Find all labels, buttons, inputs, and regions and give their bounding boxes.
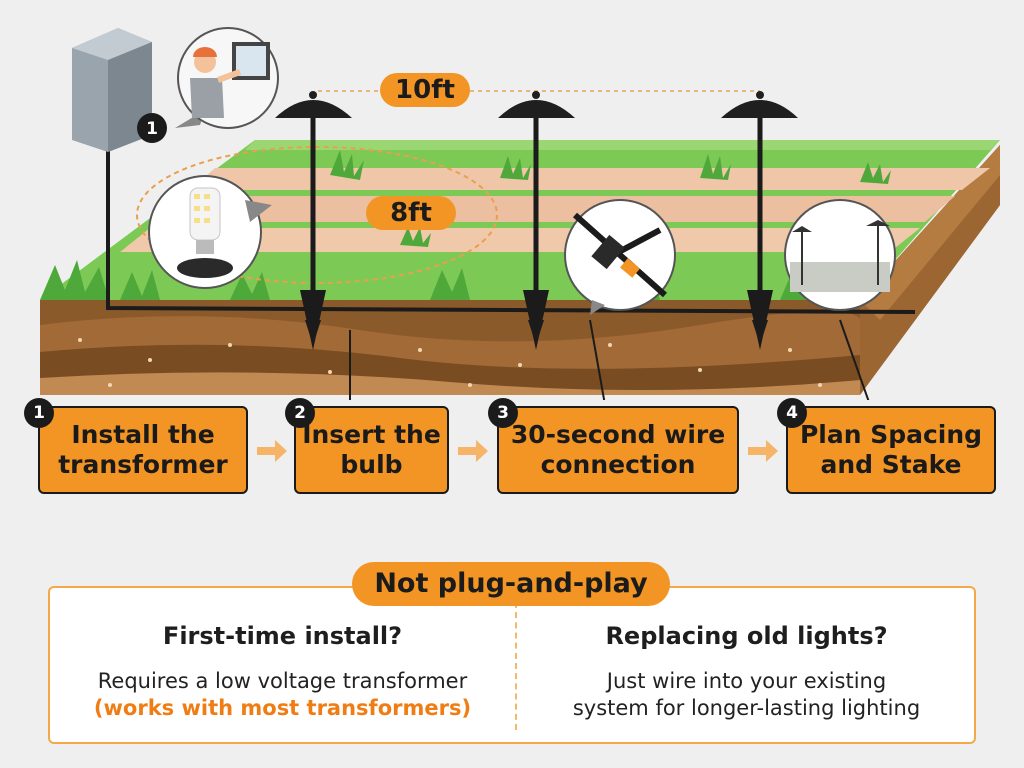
panel-divider bbox=[515, 602, 517, 730]
low-voltage-cable bbox=[106, 150, 916, 314]
install-info-panel: First-time install? Requires a low volta… bbox=[48, 586, 976, 744]
step-label: Plan Spacing and Stake bbox=[799, 420, 983, 479]
arrow-right-icon bbox=[458, 440, 488, 462]
arrow-right-icon bbox=[257, 440, 287, 462]
wire-connector-icon bbox=[564, 199, 676, 315]
step-install-transformer: Install the transformer bbox=[38, 406, 248, 494]
first-time-body: Requires a low voltage transformer bbox=[97, 669, 468, 693]
callout-number-badge: 1 bbox=[137, 113, 167, 143]
led-bulb-icon bbox=[148, 175, 272, 289]
panel-title: Not plug-and-play bbox=[352, 562, 670, 606]
step-pointer-lines bbox=[349, 319, 870, 400]
callout-number: 1 bbox=[146, 119, 158, 139]
step-number-3: 3 bbox=[488, 398, 518, 428]
distance-label-10ft: 10ft bbox=[380, 73, 470, 107]
replacing-body-line1: Just wire into your existing bbox=[606, 669, 887, 693]
lawn bbox=[40, 140, 1000, 300]
bulb-callout-outline bbox=[136, 146, 498, 284]
step-label: 30-second wire connection bbox=[510, 420, 726, 479]
step-label: Install the transformer bbox=[58, 420, 228, 479]
stake-icon bbox=[305, 320, 768, 345]
path-light-icon bbox=[784, 199, 896, 311]
step-insert-bulb: Insert the bulb bbox=[294, 406, 449, 494]
step-number-2: 2 bbox=[285, 398, 315, 428]
replacing-heading: Replacing old lights? bbox=[605, 622, 888, 650]
step-label: Insert the bulb bbox=[302, 420, 441, 479]
first-time-note: (works with most transformers) bbox=[93, 696, 472, 720]
replacing-lights-column: Replacing old lights? Just wire into you… bbox=[517, 588, 976, 742]
arrow-right-icon bbox=[748, 440, 778, 462]
distance-label-8ft: 8ft bbox=[366, 196, 456, 230]
technician-icon bbox=[175, 27, 279, 129]
step-wire-connection: 30-second wire connection bbox=[497, 406, 739, 494]
soil-speckles bbox=[78, 338, 822, 387]
step-number-4: 4 bbox=[777, 398, 807, 428]
step-number-1: 1 bbox=[24, 398, 54, 428]
installation-scene: 1 bbox=[40, 27, 1000, 400]
first-time-install-column: First-time install? Requires a low volta… bbox=[50, 588, 515, 742]
first-time-heading: First-time install? bbox=[162, 622, 403, 650]
step-plan-spacing: Plan Spacing and Stake bbox=[786, 406, 996, 494]
replacing-body-line2: system for longer-lasting lighting bbox=[572, 696, 921, 720]
